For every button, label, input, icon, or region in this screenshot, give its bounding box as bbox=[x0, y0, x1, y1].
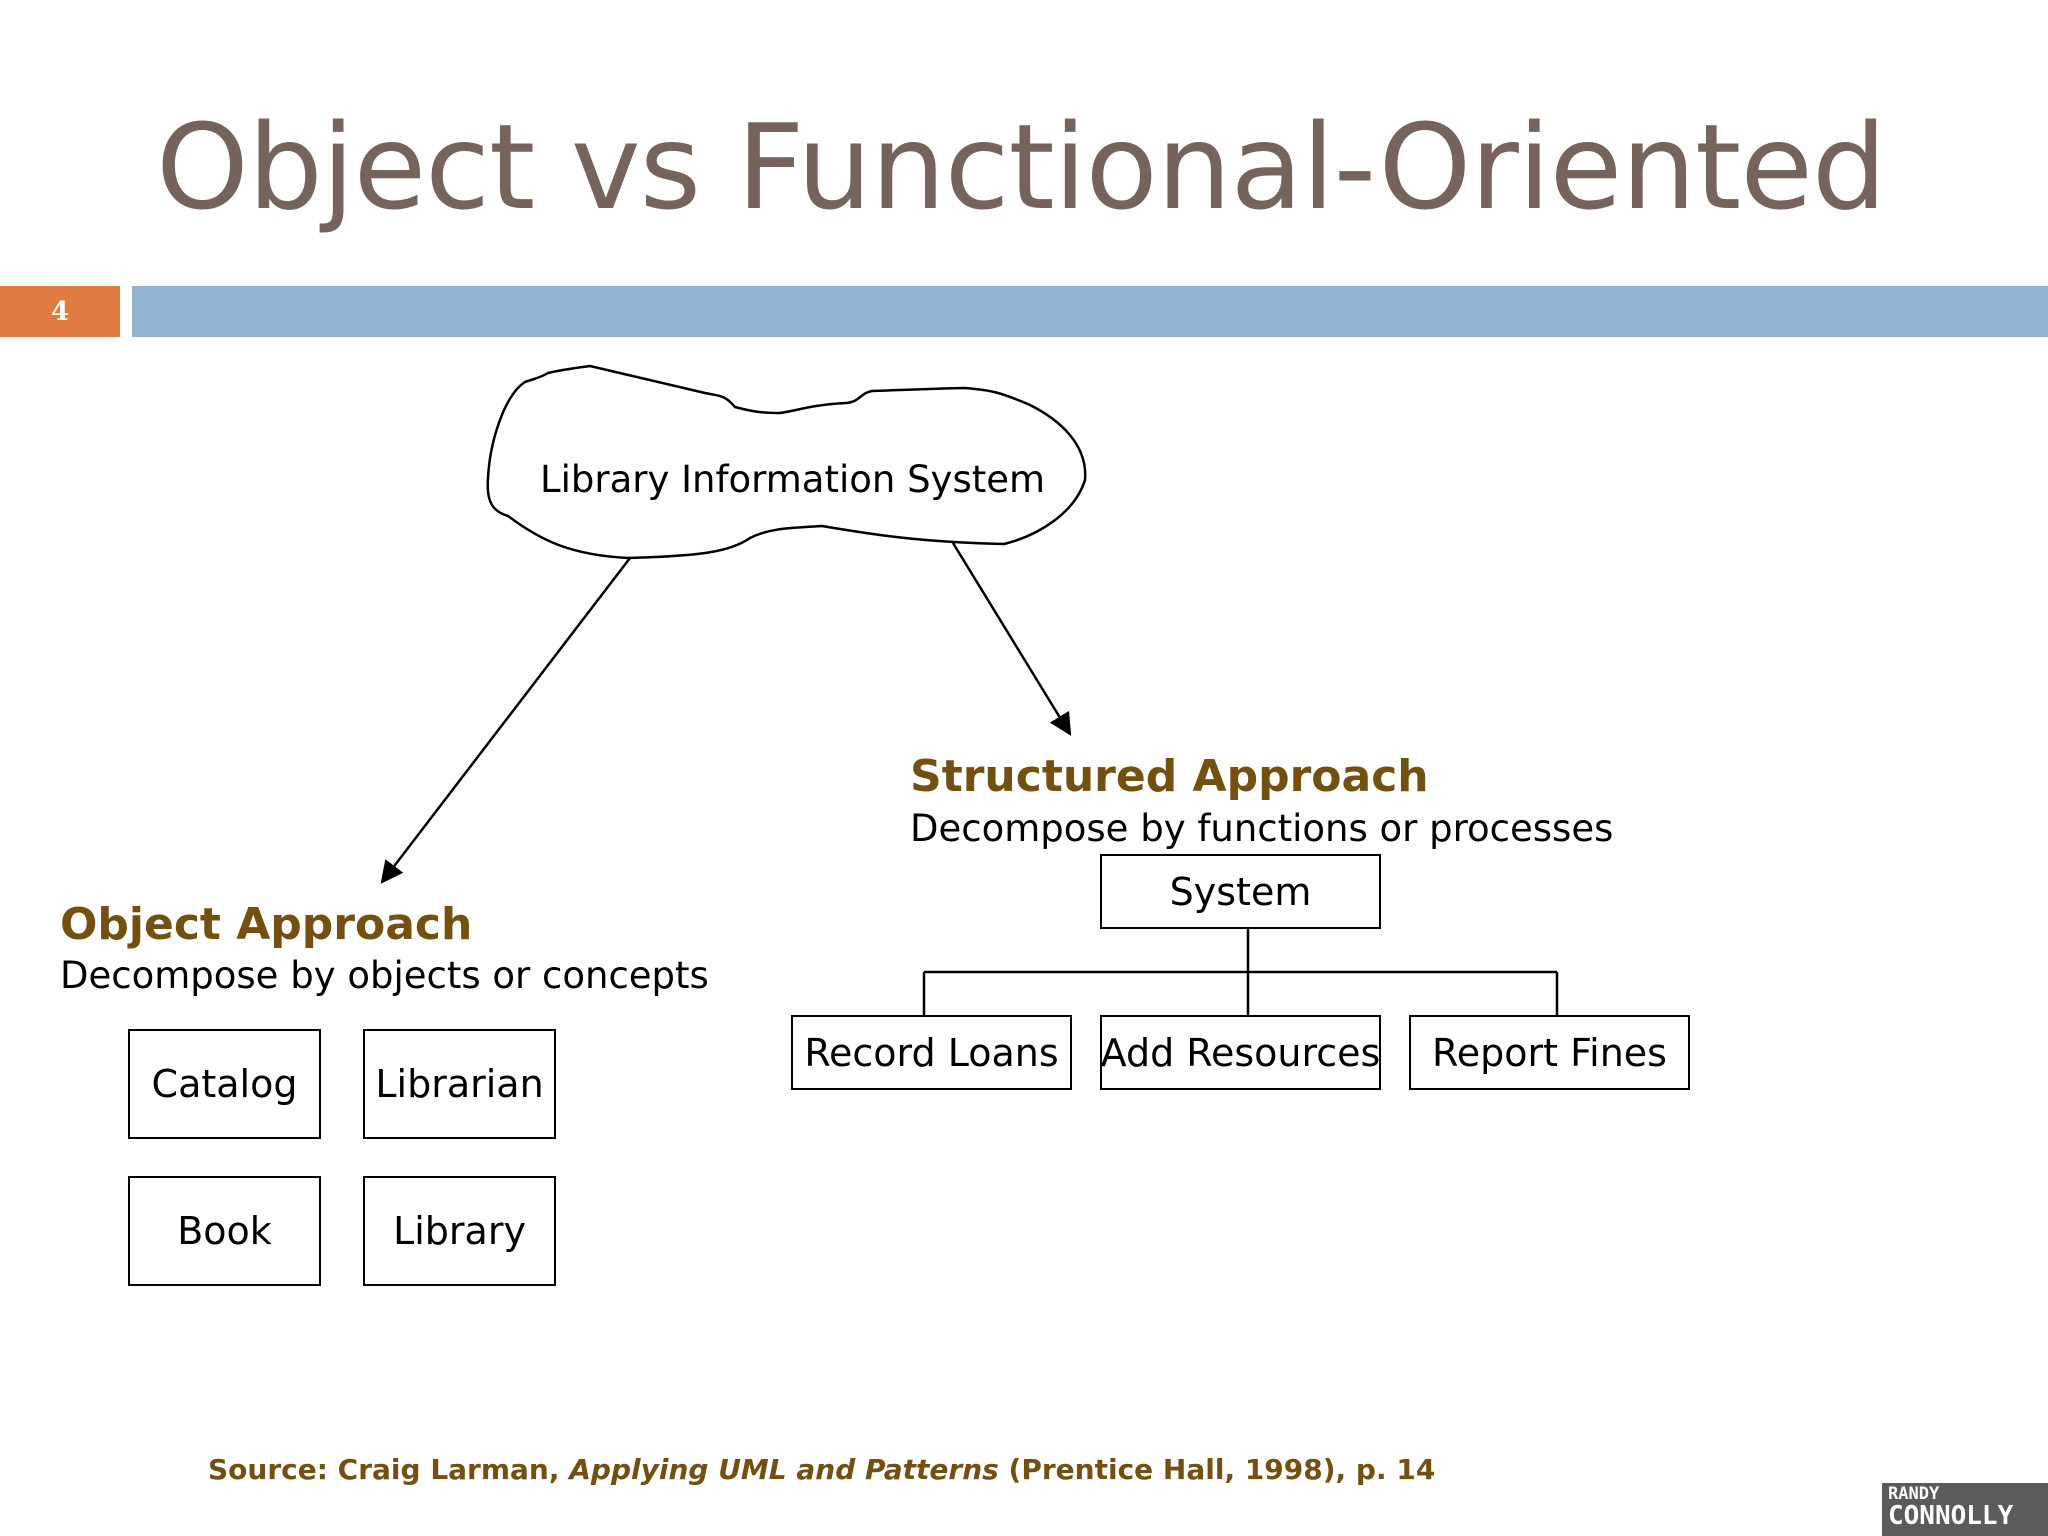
cloud-label: Library Information System bbox=[540, 458, 1046, 501]
randy-connolly-logo: RANDY CONNOLLY bbox=[1882, 1483, 2048, 1536]
structured-approach-heading: Structured Approach bbox=[910, 751, 1429, 802]
box-book: Book bbox=[128, 1176, 321, 1286]
box-record-loans: Record Loans bbox=[791, 1015, 1072, 1090]
source-citation: Source: Craig Larman, Applying UML and P… bbox=[208, 1453, 1435, 1486]
box-add-resources: Add Resources bbox=[1100, 1015, 1381, 1090]
arrow-to-structured-approach bbox=[951, 542, 1072, 736]
box-librarian: Librarian bbox=[363, 1029, 556, 1139]
structured-approach-description: Decompose by functions or processes bbox=[910, 807, 1614, 850]
accent-bar bbox=[132, 286, 2048, 337]
logo-line1: RANDY bbox=[1888, 1484, 1940, 1504]
source-suffix: (Prentice Hall, 1998), p. 14 bbox=[998, 1453, 1436, 1486]
box-report-fines: Report Fines bbox=[1409, 1015, 1690, 1090]
box-system: System bbox=[1100, 854, 1381, 929]
source-prefix: Source: Craig Larman, bbox=[208, 1453, 570, 1486]
arrow-to-object-approach bbox=[380, 557, 631, 884]
source-book-title: Applying UML and Patterns bbox=[569, 1453, 999, 1486]
slide-number: 4 bbox=[0, 286, 120, 337]
box-catalog: Catalog bbox=[128, 1029, 321, 1139]
logo-line2: CONNOLLY bbox=[1888, 1501, 2014, 1531]
cloud-shape bbox=[486, 364, 1087, 560]
object-approach-description: Decompose by objects or concepts bbox=[60, 954, 709, 997]
slide-title: Object vs Functional-Oriented bbox=[156, 98, 1887, 236]
object-approach-heading: Object Approach bbox=[60, 899, 473, 950]
box-library: Library bbox=[363, 1176, 556, 1286]
